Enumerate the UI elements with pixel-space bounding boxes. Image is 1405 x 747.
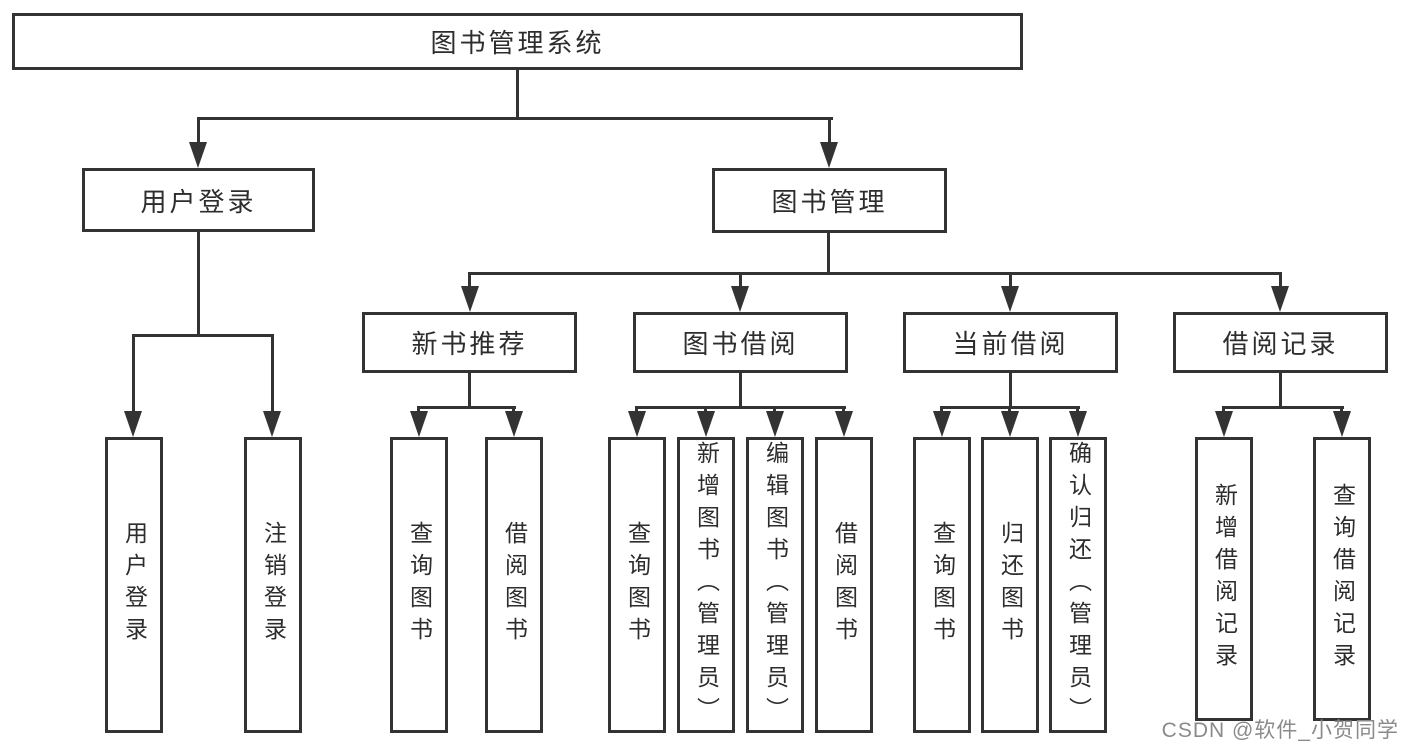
node-label: 归还图书 bbox=[997, 521, 1024, 649]
connector-arrow-shaft bbox=[468, 273, 471, 289]
node-label: 查询图书 bbox=[406, 521, 433, 649]
node-book-borrowing: 图书借阅 bbox=[633, 312, 848, 373]
connector-trunk-line bbox=[1279, 373, 1282, 407]
node-label: 图书管理 bbox=[771, 187, 888, 217]
arrow-down-icon bbox=[461, 286, 479, 312]
node-leaf-borrow-books-2: 借阅图书 bbox=[815, 437, 873, 733]
arrow-down-icon bbox=[1215, 411, 1233, 437]
connector-trunk-line bbox=[827, 233, 830, 273]
node-label: 图书管理系统 bbox=[430, 28, 605, 58]
node-leaf-confirm-return-admin: 确认归还（管理员） bbox=[1049, 437, 1107, 733]
arrow-down-icon bbox=[263, 411, 281, 437]
connector-arrow-shaft bbox=[271, 335, 274, 413]
node-label: 当前借阅 bbox=[952, 329, 1069, 359]
node-leaf-borrow-books-1: 借阅图书 bbox=[485, 437, 543, 733]
node-leaf-query-books-2: 查询图书 bbox=[608, 437, 666, 733]
node-borrowing-records: 借阅记录 bbox=[1173, 312, 1388, 373]
node-leaf-query-books-1: 查询图书 bbox=[390, 437, 448, 733]
node-label: 用户登录 bbox=[140, 186, 257, 217]
node-label: 新增借阅记录 bbox=[1211, 483, 1238, 675]
node-user-login: 用户登录 bbox=[82, 168, 315, 232]
arrow-down-icon bbox=[697, 411, 715, 437]
connector-arrow-shaft bbox=[828, 118, 831, 144]
node-book-management: 图书管理 bbox=[712, 168, 947, 233]
connector-arrow-shaft bbox=[1009, 273, 1012, 289]
connector-arrow-shaft bbox=[739, 273, 742, 289]
node-leaf-query-borrow-record: 查询借阅记录 bbox=[1313, 437, 1371, 721]
connector-trunk-line bbox=[1009, 373, 1012, 407]
arrow-down-icon bbox=[933, 411, 951, 437]
node-leaf-add-books-admin: 新增图书（管理员） bbox=[677, 437, 735, 733]
node-label: 借阅图书 bbox=[831, 521, 858, 649]
arrow-down-icon bbox=[731, 286, 749, 312]
arrow-down-icon bbox=[628, 411, 646, 437]
connector-arrow-shaft bbox=[132, 335, 135, 413]
node-leaf-query-books-3: 查询图书 bbox=[913, 437, 971, 733]
connector-level1-splitter-line bbox=[197, 117, 833, 120]
connector-trunk-line bbox=[739, 373, 742, 407]
node-leaf-add-borrow-record: 新增借阅记录 bbox=[1195, 437, 1253, 721]
connector-root-trunk-line bbox=[516, 70, 519, 118]
node-label: 确认归还（管理员） bbox=[1065, 441, 1092, 729]
node-current-borrowing: 当前借阅 bbox=[903, 312, 1118, 373]
arrow-down-icon bbox=[820, 142, 838, 168]
node-label: 用户登录 bbox=[121, 521, 148, 649]
connector-splitter-line bbox=[468, 272, 1282, 275]
csdn-watermark: CSDN @软件_小贺同学 bbox=[1161, 719, 1399, 742]
node-label: 注销登录 bbox=[260, 521, 287, 649]
node-root-book-management-system: 图书管理系统 bbox=[12, 13, 1023, 70]
arrow-down-icon bbox=[124, 411, 142, 437]
arrow-down-icon bbox=[835, 411, 853, 437]
connector-splitter-line bbox=[635, 406, 846, 409]
node-leaf-edit-books-admin: 编辑图书（管理员） bbox=[746, 437, 804, 733]
node-leaf-logout: 注销登录 bbox=[244, 437, 302, 733]
arrow-down-icon bbox=[766, 411, 784, 437]
node-label: 图书借阅 bbox=[682, 329, 799, 359]
connector-arrow-shaft bbox=[197, 118, 200, 144]
arrow-down-icon bbox=[1069, 411, 1087, 437]
arrow-down-icon bbox=[410, 411, 428, 437]
arrow-down-icon bbox=[1001, 286, 1019, 312]
node-label: 新增图书（管理员） bbox=[693, 441, 720, 729]
node-label: 查询借阅记录 bbox=[1329, 483, 1356, 675]
node-label: 编辑图书（管理员） bbox=[762, 441, 789, 729]
node-leaf-user-login: 用户登录 bbox=[105, 437, 163, 733]
node-label: 新书推荐 bbox=[411, 329, 528, 359]
node-new-book-recommendation: 新书推荐 bbox=[362, 312, 577, 373]
arrow-down-icon bbox=[189, 142, 207, 168]
arrow-down-icon bbox=[1001, 411, 1019, 437]
connector-splitter-line bbox=[132, 334, 274, 337]
node-label: 借阅记录 bbox=[1222, 329, 1339, 359]
node-label: 查询图书 bbox=[624, 521, 651, 649]
connector-trunk-line bbox=[468, 373, 471, 407]
connector-trunk-line bbox=[197, 232, 200, 335]
connector-splitter-line bbox=[417, 406, 516, 409]
arrow-down-icon bbox=[1271, 286, 1289, 312]
arrow-down-icon bbox=[505, 411, 523, 437]
node-label: 借阅图书 bbox=[501, 521, 528, 649]
node-leaf-return-books: 归还图书 bbox=[981, 437, 1039, 733]
connector-arrow-shaft bbox=[1279, 273, 1282, 289]
arrow-down-icon bbox=[1333, 411, 1351, 437]
node-label: 查询图书 bbox=[929, 521, 956, 649]
connector-splitter-line bbox=[1222, 406, 1344, 409]
